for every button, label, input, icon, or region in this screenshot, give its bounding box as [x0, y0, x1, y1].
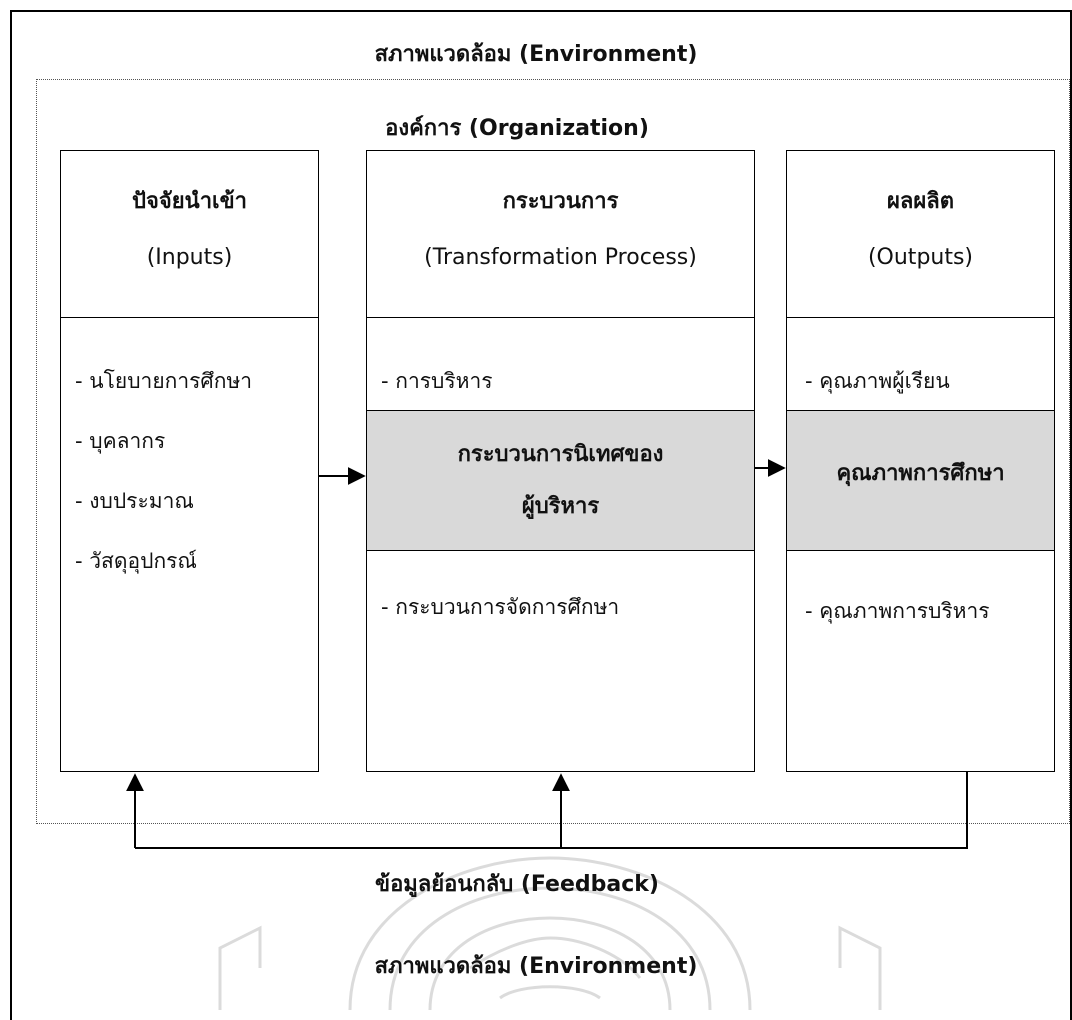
inputs-box: ปัจจัยนำเข้า (Inputs) - นโยบายการศึกษา -… [60, 150, 319, 772]
outputs-title-th: ผลผลิต [886, 189, 955, 214]
emblem-watermark-icon [218, 856, 882, 1010]
outputs-title-en: (Outputs) [867, 245, 974, 270]
process-highlight-line1: กระบวนการนิเทศของ [457, 442, 664, 467]
inputs-divider [61, 317, 318, 318]
inputs-title-th: ปัจจัยนำเข้า [132, 189, 247, 214]
environment-frame [10, 10, 1072, 1020]
outputs-divider [787, 317, 1054, 318]
inputs-item-3: - งบประมาณ [75, 489, 194, 513]
outputs-highlight-text: คุณภาพการศึกษา [836, 461, 1005, 486]
inputs-item-2: - บุคลากร [75, 429, 166, 453]
process-box: กระบวนการ (Transformation Process) - การ… [366, 150, 755, 772]
outputs-box: ผลผลิต (Outputs) - คุณภาพผู้เรียน คุณภาพ… [786, 150, 1055, 772]
feedback-loop-line [135, 772, 968, 849]
inputs-item-4: - วัสดุอุปกรณ์ [75, 549, 197, 573]
process-item-bottom: - กระบวนการจัดการศึกษา [381, 595, 620, 619]
process-title-en: (Transformation Process) [424, 245, 697, 270]
feedback-label: ข้อมูลย้อนกลับ (Feedback) [375, 872, 659, 897]
outputs-highlight: คุณภาพการศึกษา [787, 410, 1054, 551]
process-item-top: - การบริหาร [381, 369, 493, 393]
outputs-item-top: - คุณภาพผู้เรียน [805, 369, 950, 393]
inputs-title-en: (Inputs) [146, 245, 233, 270]
process-highlight-line2: ผู้บริหาร [521, 494, 600, 519]
outputs-item-bottom: - คุณภาพการบริหาร [805, 599, 990, 623]
environment-title-bottom: สภาพแวดล้อม (Environment) [374, 954, 698, 979]
process-title-th: กระบวนการ [502, 189, 619, 214]
process-divider [367, 317, 754, 318]
organization-title: องค์การ (Organization) [385, 116, 649, 141]
inputs-item-1: - นโยบายการศึกษา [75, 369, 253, 393]
environment-title-top: สภาพแวดล้อม (Environment) [374, 42, 698, 67]
process-highlight: กระบวนการนิเทศของ ผู้บริหาร [367, 410, 754, 551]
organization-frame [36, 79, 1070, 824]
